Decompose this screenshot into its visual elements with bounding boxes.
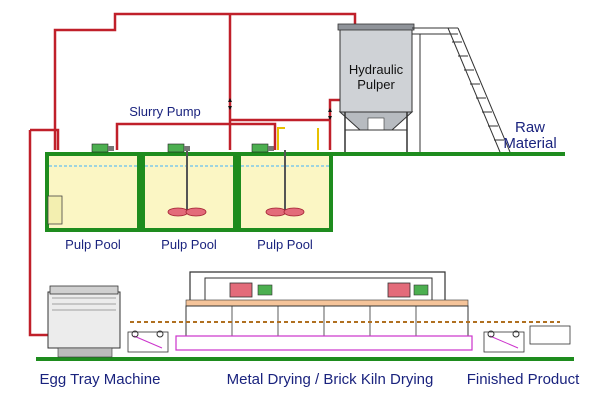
egg-tray-machine (47, 285, 121, 358)
hydraulic-pulper (337, 23, 415, 152)
pulp-pool-2 (141, 152, 237, 232)
transfer-conveyor-right (483, 330, 525, 353)
pump-motor-3 (251, 143, 274, 153)
agitator-pool-3 (265, 150, 305, 217)
pulp-pool-1-label: Pulp Pool (65, 237, 121, 252)
pulp-pool-1 (45, 152, 141, 232)
transfer-conveyor-left (127, 330, 169, 353)
egg-tray-machine-label: Egg Tray Machine (40, 371, 161, 388)
drying-line (130, 271, 560, 351)
slurry-piping (28, 12, 357, 337)
raw-material-label-line1: Raw (515, 119, 545, 136)
pump-motor-1 (91, 143, 114, 153)
pipe-valves (228, 98, 332, 120)
yellow-return-pipe (277, 127, 319, 150)
finished-product-label: Finished Product (467, 371, 580, 388)
pulp-pool-2-label: Pulp Pool (161, 237, 217, 252)
hydraulic-pulper-label-line1: Hydraulic (349, 62, 404, 77)
agitator-pool-2 (167, 150, 207, 217)
finished-product-stack (529, 325, 571, 345)
slurry-pump-label: Slurry Pump (129, 104, 201, 119)
access-stairs (412, 27, 511, 153)
float-tank (47, 195, 63, 225)
drying-line-label: Metal Drying / Brick Kiln Drying (227, 371, 434, 388)
pump-motor-2 (167, 143, 190, 153)
pulp-pool-3-label: Pulp Pool (257, 237, 313, 252)
raw-material-label-line2: Material (503, 135, 556, 152)
floor-lines (36, 152, 574, 361)
hydraulic-pulper-label-line2: Pulper (357, 77, 395, 92)
